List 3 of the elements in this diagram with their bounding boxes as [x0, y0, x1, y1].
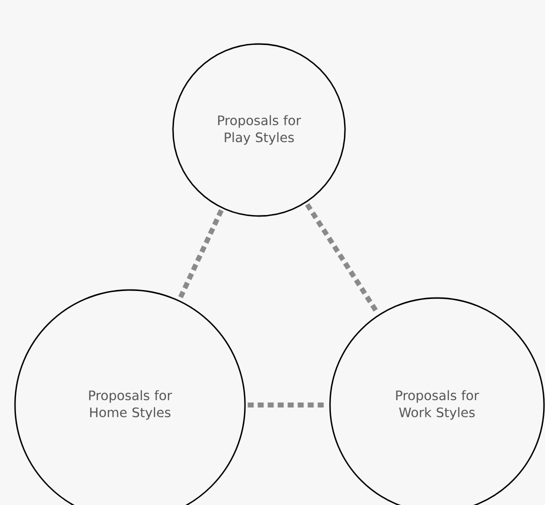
- circle-node: Proposals for Play Styles: [172, 43, 346, 217]
- connector-line: [305, 203, 380, 314]
- connector-line: [178, 209, 224, 300]
